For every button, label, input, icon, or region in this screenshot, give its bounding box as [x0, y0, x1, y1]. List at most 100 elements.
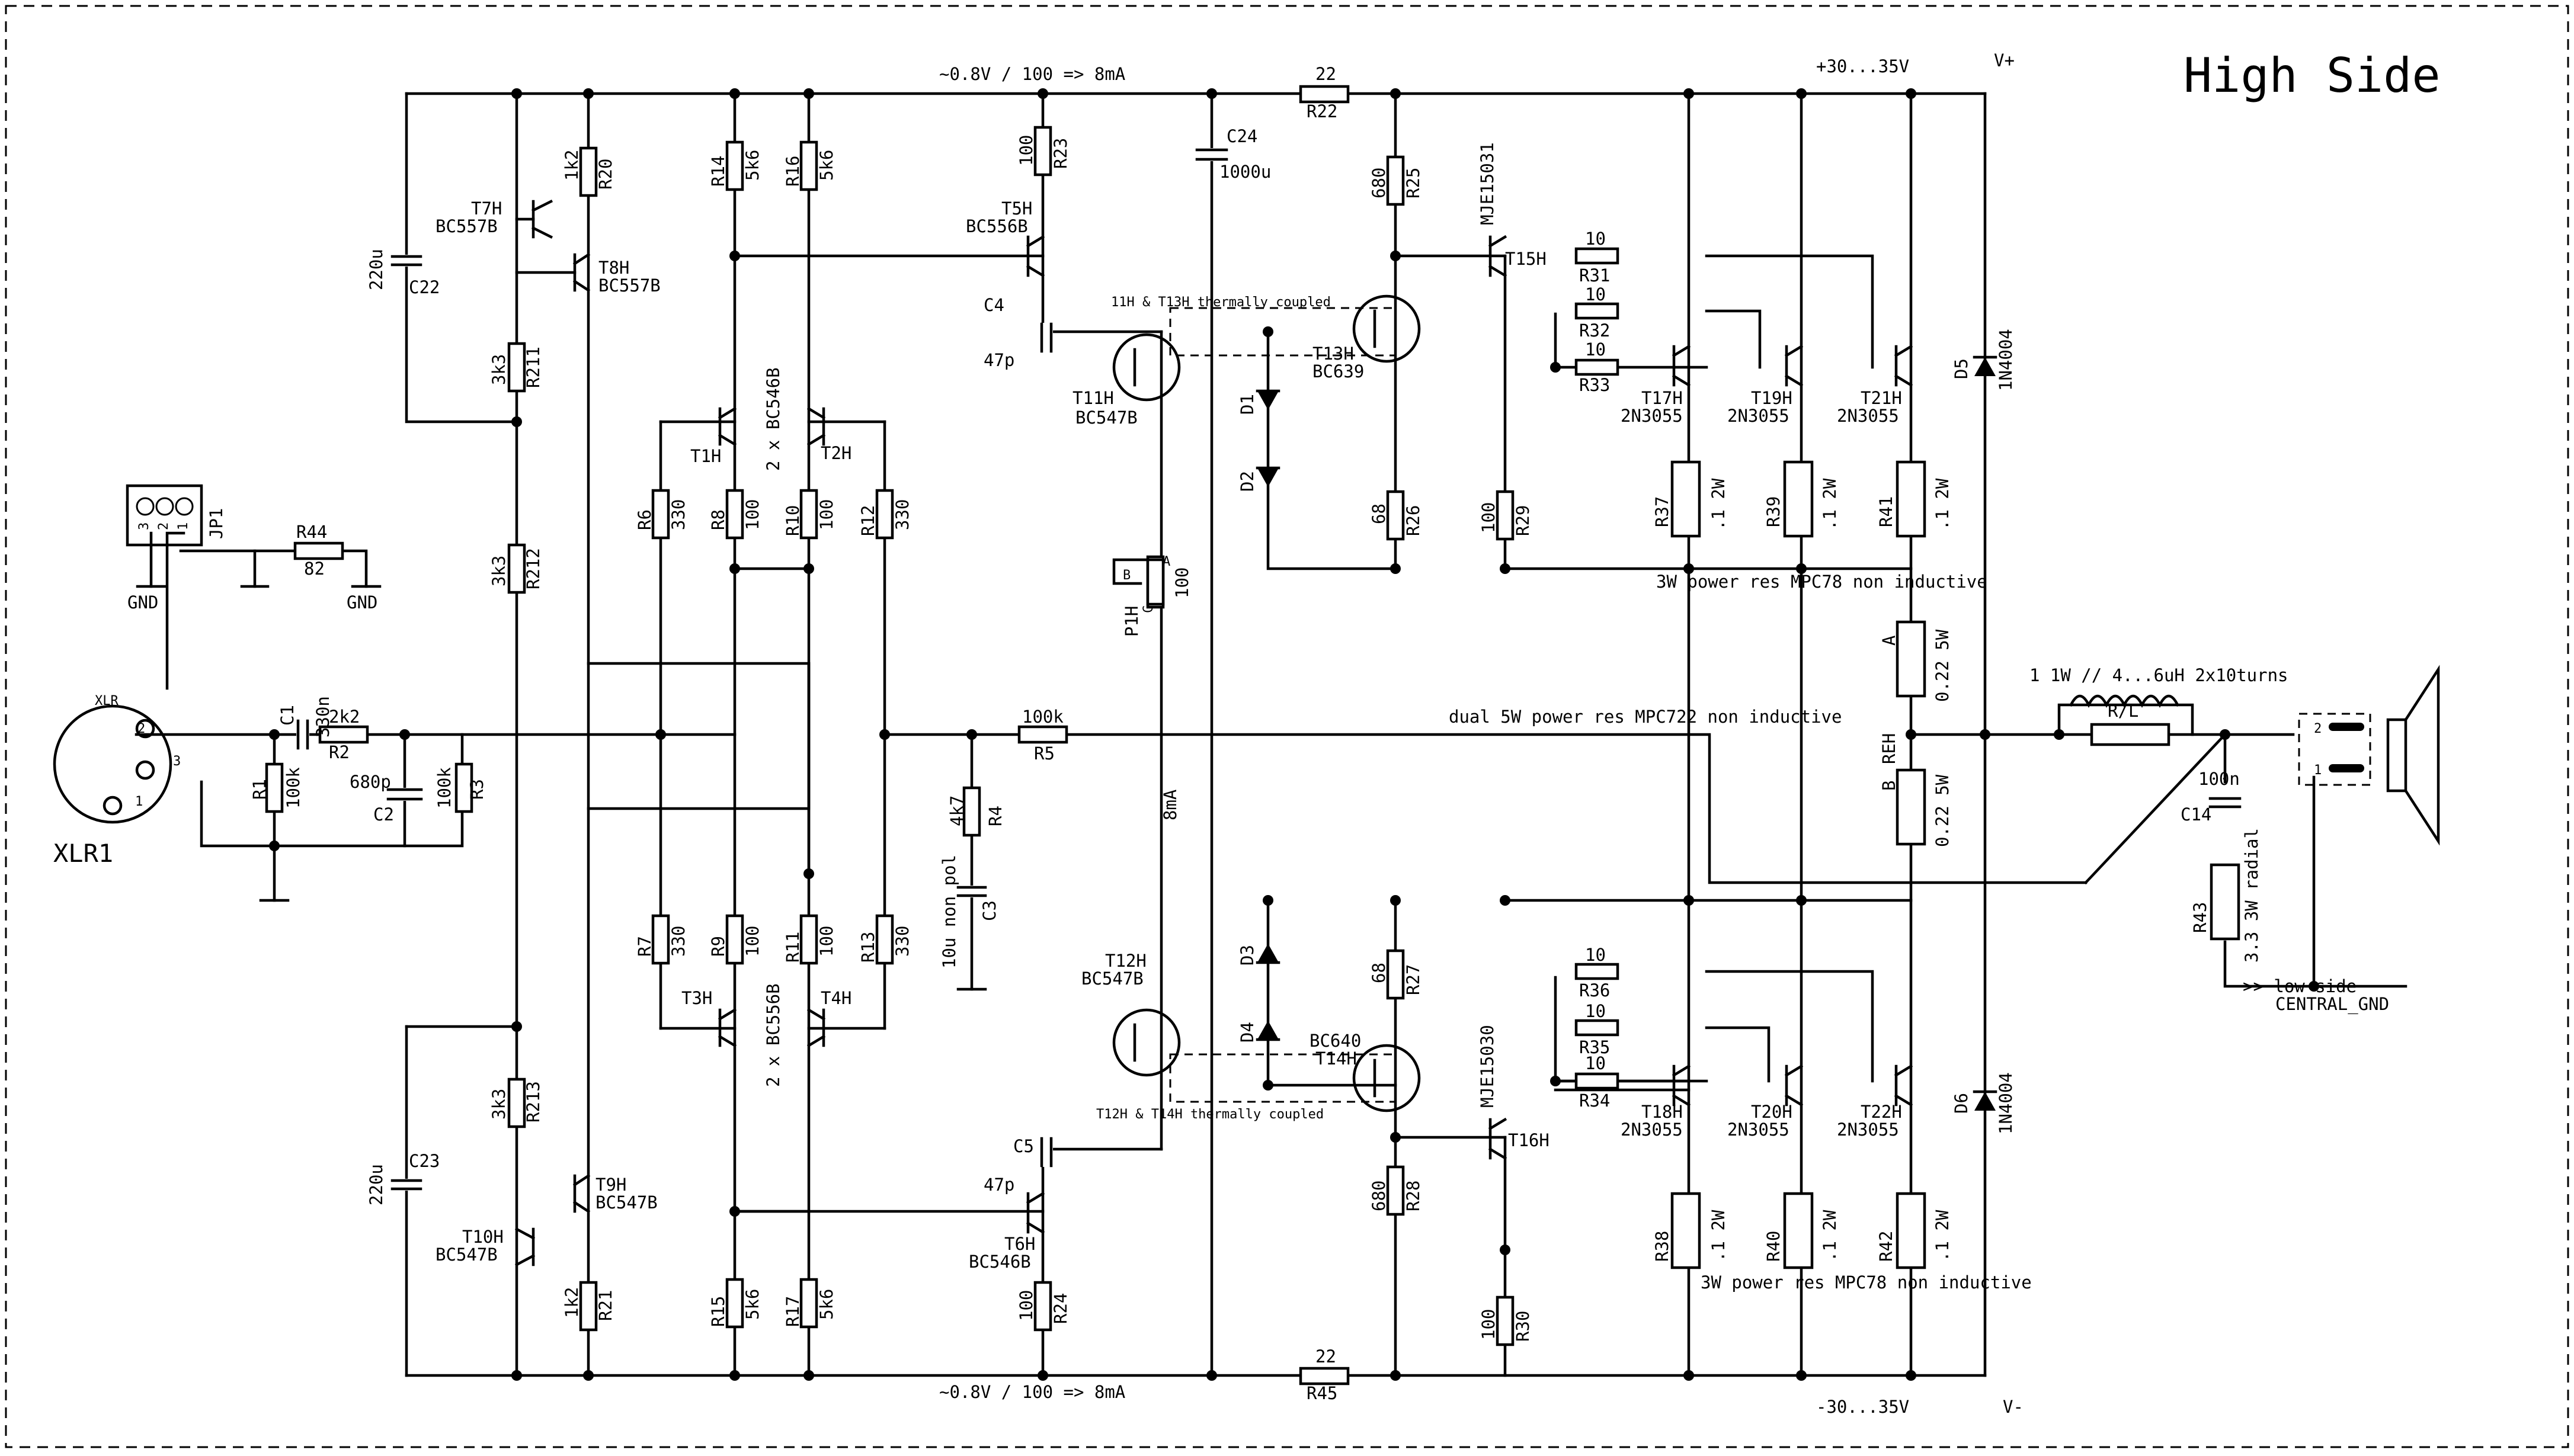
ground-symbols: [136, 585, 987, 991]
T9H-type: BC547B: [596, 1192, 658, 1213]
T15H-ref: T15H: [1505, 249, 1547, 269]
C4-val: 47p: [984, 350, 1014, 370]
jp1-pin-2: 2: [156, 522, 171, 530]
C2-val: 680p: [350, 772, 391, 792]
R8-val: 100: [742, 499, 763, 530]
xlr-pin-3: 3: [173, 754, 181, 769]
R36-ref: R36: [1579, 980, 1610, 1000]
T22H-type: 2N3055: [1837, 1120, 1899, 1140]
D6-type: 1N4004: [1996, 1072, 2016, 1134]
R17-val: 5k6: [817, 1289, 837, 1320]
transistor-bodies: [514, 199, 1913, 1267]
R14-ref: R14: [708, 156, 728, 187]
T9H-ref: T9H: [596, 1175, 626, 1195]
R15-val: 5k6: [742, 1289, 763, 1320]
C1-val: 330n: [313, 696, 333, 737]
T10H-type: BC547B: [436, 1245, 498, 1265]
D6-ref: D6: [1951, 1093, 1971, 1114]
R7-val: 330: [668, 926, 689, 957]
R7-ref: R7: [635, 936, 655, 957]
pot-pin-b: B: [1123, 568, 1131, 583]
R11-val: 100: [817, 926, 837, 957]
T19H-ref: T19H: [1751, 388, 1792, 408]
R39-val: .1 2W: [1820, 478, 1840, 530]
inductor-note: 1 1W // 4...6uH 2x10turns: [2029, 665, 2288, 685]
R26-val: 68: [1369, 503, 1389, 524]
gnd-label-1: GND: [127, 592, 158, 612]
RL-ref: R/L: [2108, 701, 2138, 721]
jp1-pin-1: 1: [176, 522, 191, 530]
R27-val: 68: [1369, 963, 1389, 983]
T12H-ref: T12H: [1105, 951, 1147, 971]
R6-val: 330: [668, 499, 689, 530]
pot-body: [1112, 555, 1165, 606]
C24-val: 1000u: [1219, 162, 1271, 182]
R24-val: 100: [1016, 1290, 1036, 1321]
bottom-current-note: ~0.8V / 100 => 8mA: [939, 1382, 1125, 1402]
RB-ref: B: [1879, 781, 1899, 791]
R44-ref: R44: [296, 522, 327, 542]
T20H-ref: T20H: [1751, 1102, 1792, 1122]
R32-ref: R32: [1579, 320, 1610, 341]
C24-ref: C24: [1227, 126, 1257, 146]
R1-val: 100k: [283, 767, 303, 809]
R25-val: 680: [1369, 168, 1389, 198]
D1-ref: D1: [1237, 394, 1257, 415]
thermal-top-note: 11H & T13H thermally coupled: [1111, 295, 1331, 310]
T1H-ref: T1H: [690, 446, 721, 466]
R213-val: 3k3: [489, 1089, 509, 1120]
R31-val: 10: [1585, 229, 1606, 249]
R2-val: 2k2: [329, 707, 360, 727]
T5H-type: BC556B: [966, 216, 1028, 236]
C23-ref: C23: [409, 1151, 440, 1171]
R3-ref: R3: [467, 779, 487, 800]
R33-ref: R33: [1579, 375, 1610, 395]
R5-val: 100k: [1022, 707, 1064, 727]
C14-ref: C14: [2181, 804, 2211, 825]
xlr-tag: XLR: [95, 694, 119, 708]
R28-val: 680: [1369, 1181, 1389, 1211]
R21-ref: R21: [596, 1290, 616, 1321]
T12H-type: BC547B: [1081, 968, 1144, 989]
C23-val: 220u: [366, 1164, 386, 1205]
C3-ref: C3: [979, 900, 1000, 921]
R34-ref: R34: [1579, 1091, 1610, 1111]
C22-val: 220u: [366, 249, 386, 290]
C5-ref: C5: [1013, 1136, 1034, 1156]
R37-ref: R37: [1652, 496, 1672, 527]
jp1-name: JP1: [206, 508, 226, 539]
wires: [135, 92, 2407, 1377]
C5-val: 47p: [984, 1175, 1014, 1195]
pot-ref: P1H: [1122, 606, 1142, 637]
R37-val: .1 2W: [1708, 478, 1728, 530]
T7H-type: BC557B: [436, 216, 498, 236]
T8H-type: BC557B: [598, 275, 661, 296]
gnd-label-2: GND: [347, 592, 377, 612]
R2-ref: R2: [329, 742, 350, 762]
thermal-coupling-boxes: [1169, 307, 1397, 1103]
R22-ref: R22: [1307, 101, 1337, 121]
T4H-ref: T4H: [821, 988, 851, 1008]
connector-bodies: [53, 484, 2440, 846]
R20-ref: R20: [596, 159, 616, 190]
R28-ref: R28: [1403, 1181, 1423, 1211]
low-side-note: >> low side: [2243, 976, 2357, 996]
T19H-type: 2N3055: [1727, 406, 1789, 426]
sheet-border: [5, 5, 2569, 1448]
pair-bottom-label: 2 x BC556B: [763, 983, 783, 1087]
R211-val: 3k3: [489, 354, 509, 385]
T16H-type: MJE15030: [1477, 1025, 1497, 1108]
R45-ref: R45: [1307, 1383, 1337, 1403]
R12-ref: R12: [858, 505, 878, 536]
R9-ref: R9: [708, 936, 728, 957]
power-res-top-note: 3W power res MPC78 non inductive: [1656, 572, 1987, 592]
T21H-type: 2N3055: [1837, 406, 1899, 426]
R16-ref: R16: [783, 156, 803, 187]
R212-ref: R212: [523, 548, 543, 589]
R17-ref: R17: [783, 1296, 803, 1327]
top-supply-label: +30...35V: [1816, 56, 1909, 76]
R16-val: 5k6: [817, 150, 837, 181]
jp1-pin-3: 3: [137, 522, 152, 530]
T6H-type: BC546B: [969, 1252, 1031, 1272]
